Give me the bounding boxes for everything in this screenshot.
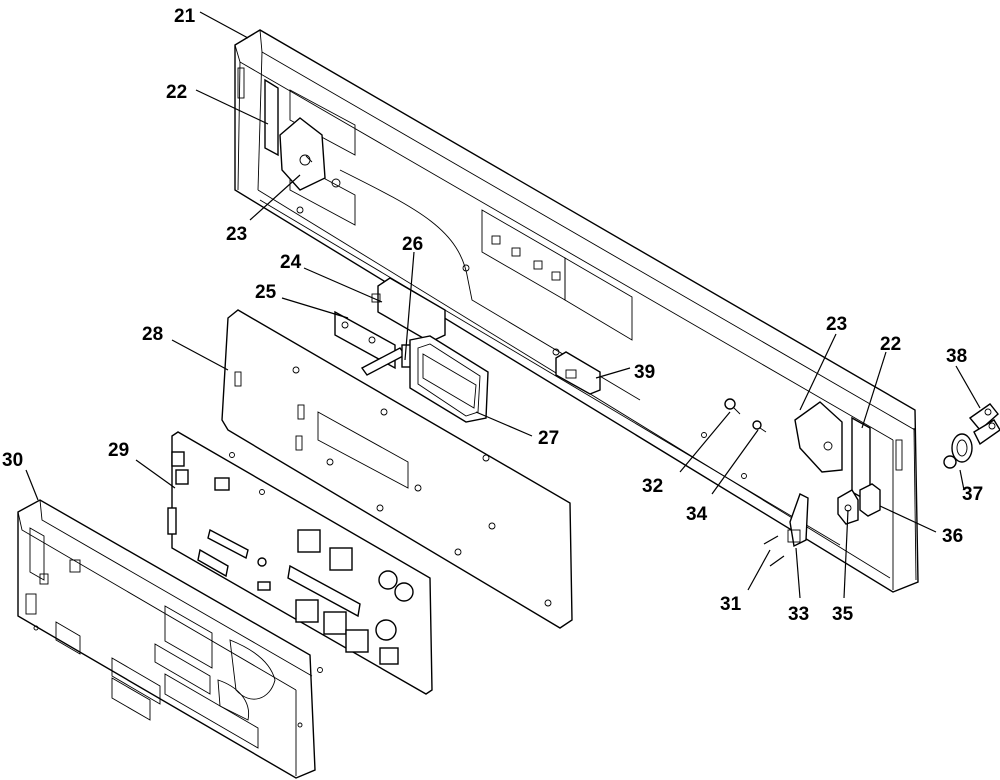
screw-32 xyxy=(724,398,741,415)
callout-32: 32 xyxy=(642,476,663,497)
screw-34 xyxy=(752,420,767,433)
control-panel-housing xyxy=(234,29,919,593)
callout-33: 33 xyxy=(788,604,809,625)
callout-29: 29 xyxy=(108,440,129,461)
callout-23-left: 23 xyxy=(226,224,247,245)
part-37-grommet xyxy=(943,433,973,469)
callout-23-right: 23 xyxy=(826,314,847,335)
part-38-terminals xyxy=(968,403,1000,446)
callout-37: 37 xyxy=(962,484,983,505)
mounting-plate xyxy=(221,309,573,629)
callout-labels: 21 22 23 24 25 26 27 28 29 30 23 22 38 3… xyxy=(2,6,983,625)
display-module xyxy=(409,335,489,423)
callout-36: 36 xyxy=(942,526,963,547)
rear-cover xyxy=(17,499,316,779)
left-hinge-plate xyxy=(279,117,341,191)
part-36-switch xyxy=(859,483,881,517)
part-35-clip xyxy=(837,489,859,525)
control-circuit-board xyxy=(167,431,433,695)
screws-31 xyxy=(763,535,785,567)
callout-22-left: 22 xyxy=(166,82,187,103)
callout-31: 31 xyxy=(720,594,742,615)
callout-34: 34 xyxy=(686,504,708,525)
switch-33 xyxy=(787,493,809,548)
leader-lines xyxy=(25,11,981,599)
part-25-bracket xyxy=(334,310,396,370)
callout-28: 28 xyxy=(142,324,163,345)
right-hinge-plate xyxy=(794,401,843,473)
part-39-bracket xyxy=(555,351,601,395)
callout-27: 27 xyxy=(538,428,559,449)
callout-22-right: 22 xyxy=(880,334,901,355)
callout-21: 21 xyxy=(174,6,196,27)
callout-35: 35 xyxy=(832,604,854,625)
left-side-bracket xyxy=(264,78,279,157)
callout-39: 39 xyxy=(634,362,655,383)
callout-38: 38 xyxy=(946,346,967,367)
callout-30: 30 xyxy=(2,450,23,471)
callout-24: 24 xyxy=(280,252,302,273)
callout-26: 26 xyxy=(402,234,423,255)
callout-25: 25 xyxy=(255,282,277,303)
